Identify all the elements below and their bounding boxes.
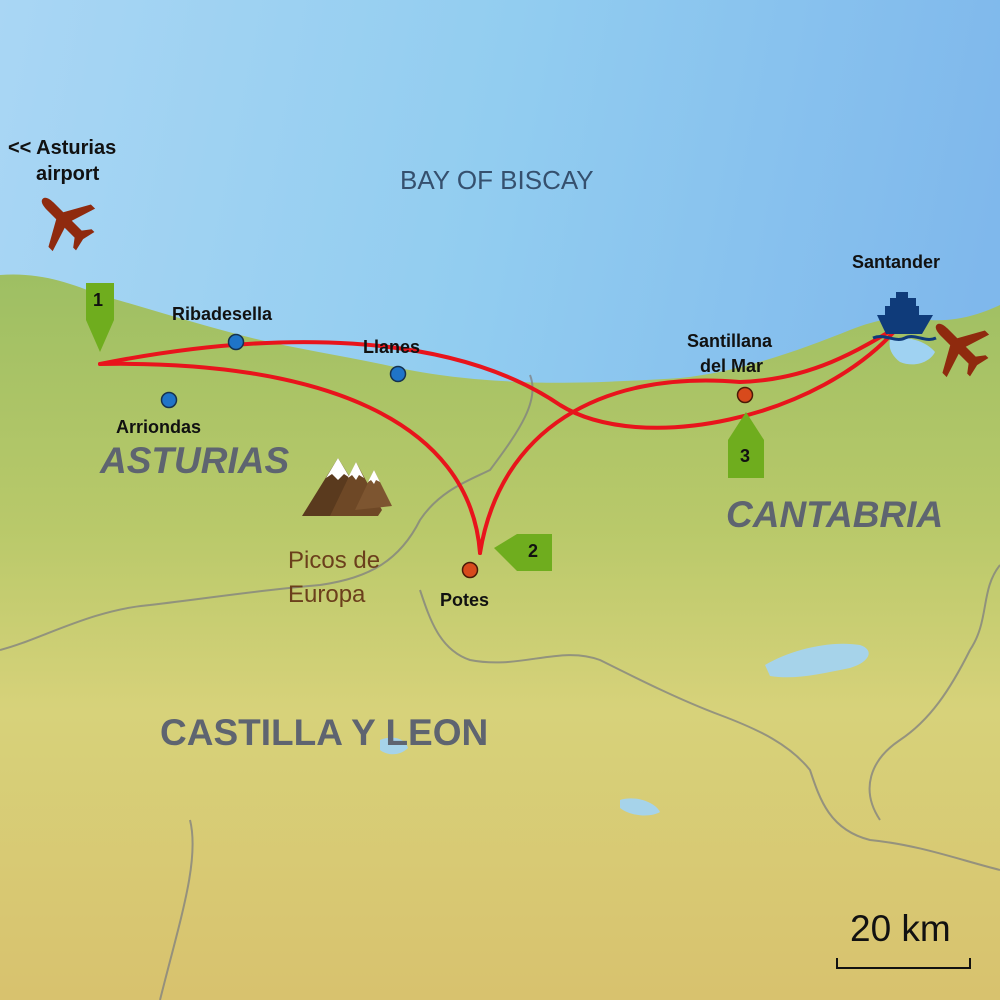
mountain-label-line1: Picos de (288, 547, 381, 574)
scale-label: 20 km (850, 908, 951, 949)
town-dot-arriondas (160, 391, 178, 409)
scale-bar (836, 958, 971, 969)
town-label-arriondas: Arriondas (116, 417, 202, 437)
route-potes-to-santander (478, 323, 902, 555)
region-castilla: CASTILLA Y LEON (160, 712, 489, 753)
region-cantabria: CANTABRIA (726, 494, 944, 535)
airport-label-line2: airport (36, 163, 100, 185)
ferry-icon (872, 292, 937, 341)
land-area (0, 274, 1000, 1000)
town-label-santander: Santander (852, 252, 941, 272)
stop-number-3: 3 (740, 446, 751, 466)
stop-marker-2 (494, 534, 552, 571)
town-dot-ribadesella (227, 333, 245, 351)
mountain-label-line2: Europa (288, 581, 366, 608)
town-dot-potes (461, 561, 479, 579)
stop-marker-3 (728, 412, 764, 478)
town-label-llanes: Llanes (363, 337, 421, 357)
lake-ebro (765, 643, 869, 678)
route-lines (98, 323, 902, 555)
stop-marker-1 (86, 283, 114, 352)
town-dot-llanes (389, 365, 407, 383)
plane-icon (41, 197, 96, 252)
route-stop1-to-santander (98, 323, 902, 430)
stop-number-1: 1 (93, 290, 104, 310)
region-borders (0, 374, 1000, 1000)
town-label-santillana-line2: del Mar (700, 356, 764, 376)
stop-number-2: 2 (528, 541, 539, 561)
town-label-santillana-line1: Santillana (687, 331, 773, 351)
santander-bay (889, 338, 935, 365)
mountain-icon (302, 458, 392, 516)
town-label-ribadesella: Ribadesella (172, 304, 273, 324)
airport-label-line1: << Asturias (8, 137, 117, 159)
lake-small-2 (380, 737, 408, 755)
plane-icon (935, 323, 990, 378)
route-stop1-to-potes (98, 361, 482, 555)
town-dot-santillana (736, 386, 754, 404)
lake-small-1 (620, 798, 660, 816)
sea-label: BAY OF BISCAY (400, 165, 594, 195)
region-asturias: ASTURIAS (100, 440, 290, 481)
town-label-potes: Potes (440, 590, 490, 610)
